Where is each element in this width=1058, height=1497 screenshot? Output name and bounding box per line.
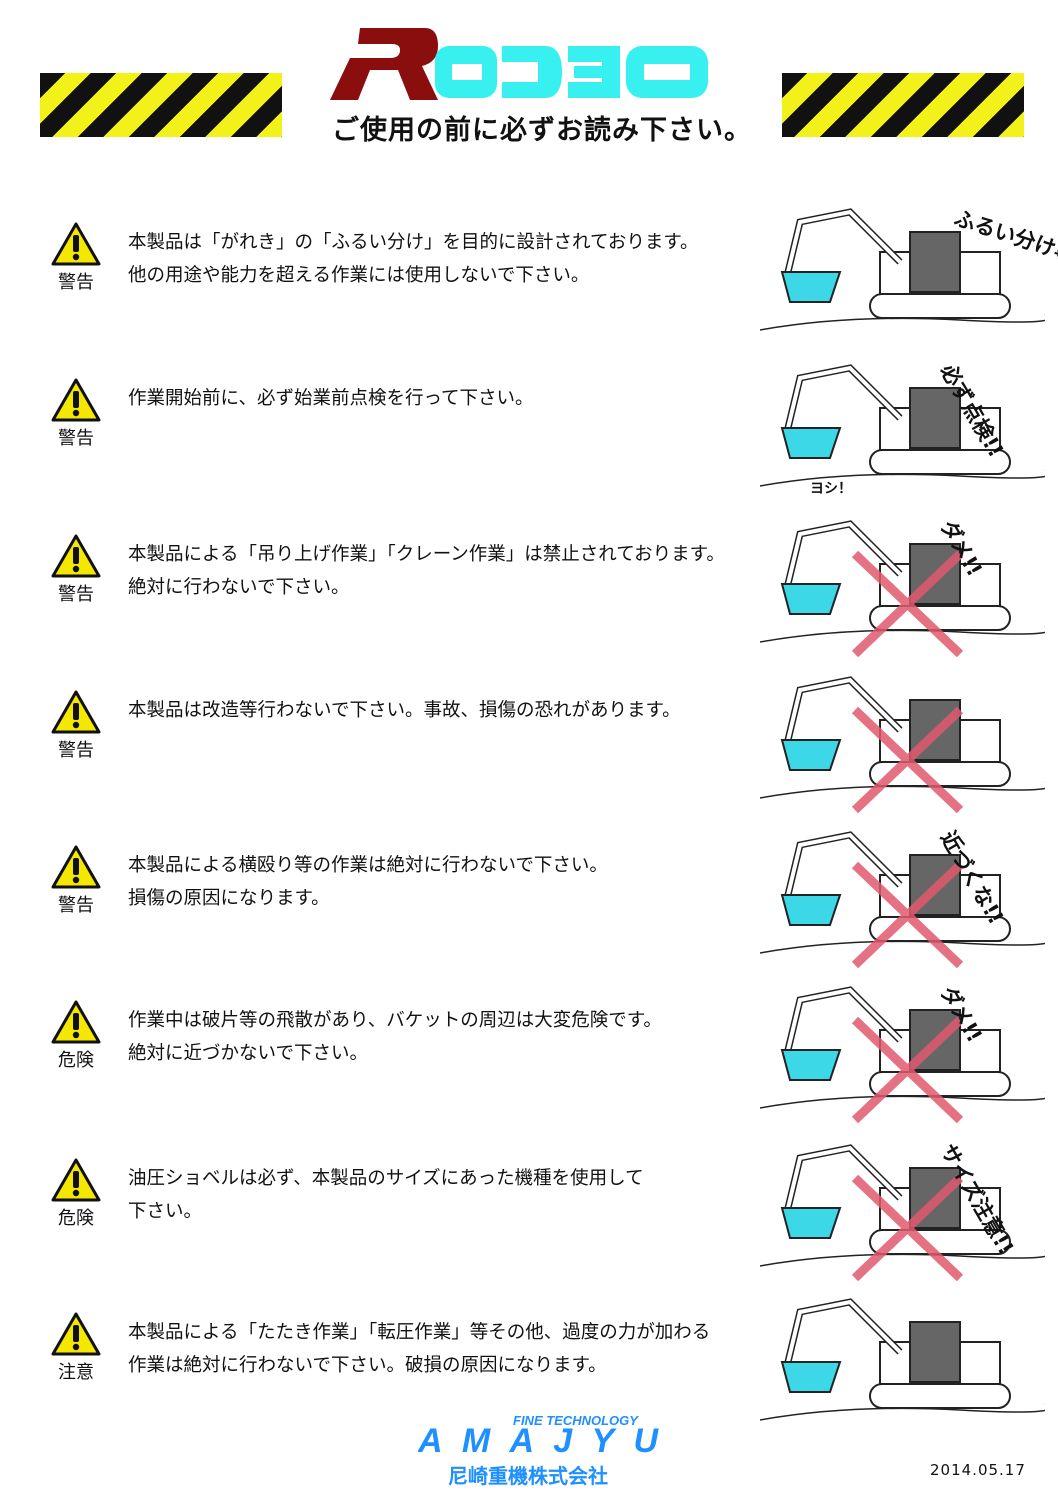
excavator-image bbox=[759, 676, 1051, 814]
warning-text: 本製品による横殴り等の作業は絶対に行わないで下さい。損傷の原因になります。 bbox=[128, 849, 608, 915]
warning-level: 危険 bbox=[58, 1050, 94, 1071]
warning-badge: 危険 bbox=[50, 1158, 102, 1230]
warning-triangle-icon bbox=[51, 1158, 101, 1202]
excavator-image bbox=[759, 1298, 1051, 1421]
warning-line: 他の用途や能力を超える作業には使用しないで下さい。 bbox=[128, 265, 590, 286]
warning-item: 注意 本製品による「たたき作業」「転圧作業」等その他、過度の力が加わる作業は絶対に… bbox=[0, 1298, 1058, 1462]
warning-level: 危険 bbox=[58, 1208, 94, 1229]
warning-triangle-icon bbox=[51, 378, 101, 422]
warning-item: 警告本製品による横殴り等の作業は絶対に行わないで下さい。損傷の原因になります。 … bbox=[0, 827, 1058, 995]
warning-line: 作業中は破片等の飛散があり、バケットの周辺は大変危険です。 bbox=[128, 1010, 662, 1031]
warning-text: 作業開始前に、必ず始業前点検を行って下さい。 bbox=[128, 382, 534, 415]
warning-badge: 警告 bbox=[50, 378, 102, 450]
excavator-illustration: ふるい分け専用！ bbox=[759, 202, 1058, 352]
excavator-image bbox=[759, 1144, 1051, 1282]
warning-line: 本製品は改造等行わないで下さい。事故、損傷の恐れがあります。 bbox=[128, 700, 681, 721]
excavator-illustration bbox=[759, 670, 1051, 820]
warning-item: 警告 本製品による「吊り上げ作業」「クレーン作業」は禁止されております。絶対に行わ… bbox=[0, 516, 1058, 684]
warning-level: 注意 bbox=[58, 1362, 94, 1383]
illustration-caption-secondary: ヨシ！ bbox=[810, 481, 852, 497]
warning-line: 本製品は「がれき」の「ふるい分け」を目的に設計されております。 bbox=[128, 232, 699, 253]
hazard-stripe-right bbox=[782, 73, 1024, 137]
excavator-illustration: 必ず点検!! ヨシ！ bbox=[759, 358, 1051, 508]
warning-badge: 警告 bbox=[50, 845, 102, 917]
warning-triangle-icon bbox=[51, 690, 101, 734]
warning-text: 油圧ショベルは必ず、本製品のサイズにあった機種を使用して下さい。 bbox=[128, 1162, 644, 1228]
excavator-illustration: 近づくな!! bbox=[759, 825, 1051, 975]
warning-level: 警告 bbox=[58, 428, 94, 449]
excavator-image bbox=[759, 831, 1051, 969]
warning-line: 絶対に行わないで下さい。 bbox=[128, 577, 350, 598]
svg-text:FINE TECHNOLOGY: FINE TECHNOLOGY bbox=[513, 1413, 639, 1428]
warning-badge: 警告 bbox=[50, 690, 102, 762]
warning-level: 警告 bbox=[58, 740, 94, 761]
warning-line: 作業開始前に、必ず始業前点検を行って下さい。 bbox=[128, 388, 534, 409]
warning-level: 警告 bbox=[58, 895, 94, 916]
warning-badge: 注意 bbox=[50, 1312, 102, 1384]
amajyu-logo: FINE TECHNOLOGY AMAJYU 尼崎重機株式会社 bbox=[418, 1413, 659, 1488]
excavator-illustration: サイズ注意!! bbox=[759, 1138, 1051, 1288]
warning-triangle-icon bbox=[51, 222, 101, 266]
svg-text:尼崎重機株式会社: 尼崎重機株式会社 bbox=[448, 1464, 608, 1488]
warning-line: 下さい。 bbox=[128, 1201, 203, 1222]
warning-text: 本製品による「吊り上げ作業」「クレーン作業」は禁止されております。絶対に行わない… bbox=[128, 538, 725, 604]
warning-badge: 警告 bbox=[50, 222, 102, 294]
warning-item: 危険 油圧ショベルは必ず、本製品のサイズにあった機種を使用して下さい。 サイズ注意… bbox=[0, 1140, 1058, 1308]
warning-text: 作業中は破片等の飛散があり、バケットの周辺は大変危険です。絶対に近づかないで下さ… bbox=[128, 1004, 662, 1070]
warning-line: 損傷の原因になります。 bbox=[128, 888, 330, 909]
excavator-illustration: ダメ!! bbox=[759, 514, 1051, 664]
rodeo-logo bbox=[330, 28, 708, 100]
warning-item: 警告 本製品は改造等行わないで下さい。事故、損傷の恐れがあります。 bbox=[0, 676, 1058, 840]
page-subtitle: ご使用の前に必ずお読み下さい。 bbox=[332, 115, 752, 146]
warning-line: 本製品による「たたき作業」「転圧作業」等その他、過度の力が加わる bbox=[128, 1322, 711, 1343]
warning-text: 本製品は改造等行わないで下さい。事故、損傷の恐れがあります。 bbox=[128, 694, 681, 727]
excavator-illustration: ダメ!! bbox=[759, 980, 1051, 1130]
warning-level: 警告 bbox=[58, 584, 94, 605]
warning-triangle-icon bbox=[51, 534, 101, 578]
excavator-image bbox=[759, 520, 1051, 658]
warning-level: 警告 bbox=[58, 272, 94, 293]
warning-badge: 危険 bbox=[50, 1000, 102, 1072]
hazard-stripe-left bbox=[40, 73, 282, 137]
document-date: 2014.05.17 bbox=[930, 1461, 1026, 1479]
excavator-image bbox=[759, 208, 1051, 331]
warning-text: 本製品は「がれき」の「ふるい分け」を目的に設計されております。他の用途や能力を超… bbox=[128, 226, 699, 292]
warning-triangle-icon bbox=[51, 1312, 101, 1356]
excavator-illustration bbox=[759, 1292, 1051, 1442]
warning-line: 本製品による「吊り上げ作業」「クレーン作業」は禁止されております。 bbox=[128, 544, 725, 565]
warning-line: 本製品による横殴り等の作業は絶対に行わないで下さい。 bbox=[128, 855, 608, 876]
warning-item: 危険 作業中は破片等の飛散があり、バケットの周辺は大変危険です。絶対に近づかないで… bbox=[0, 982, 1058, 1150]
warning-badge: 警告 bbox=[50, 534, 102, 606]
excavator-image bbox=[759, 364, 1051, 487]
warning-line: 油圧ショベルは必ず、本製品のサイズにあった機種を使用して bbox=[128, 1168, 644, 1189]
warning-line: 作業は絶対に行わないで下さい。破損の原因になります。 bbox=[128, 1355, 607, 1376]
warning-triangle-icon bbox=[51, 1000, 101, 1044]
warning-item: 警告 本製品は「がれき」の「ふるい分け」を目的に設計されております。他の用途や能力… bbox=[0, 206, 1058, 372]
excavator-image bbox=[759, 986, 1051, 1124]
warning-item: 警告 作業開始前に、必ず始業前点検を行って下さい。 必ず点検!! ヨシ！ bbox=[0, 360, 1058, 528]
warning-text: 本製品による「たたき作業」「転圧作業」等その他、過度の力が加わる作業は絶対に行わ… bbox=[128, 1316, 710, 1382]
warning-line: 絶対に近づかないで下さい。 bbox=[128, 1043, 368, 1064]
warning-triangle-icon bbox=[51, 845, 101, 889]
